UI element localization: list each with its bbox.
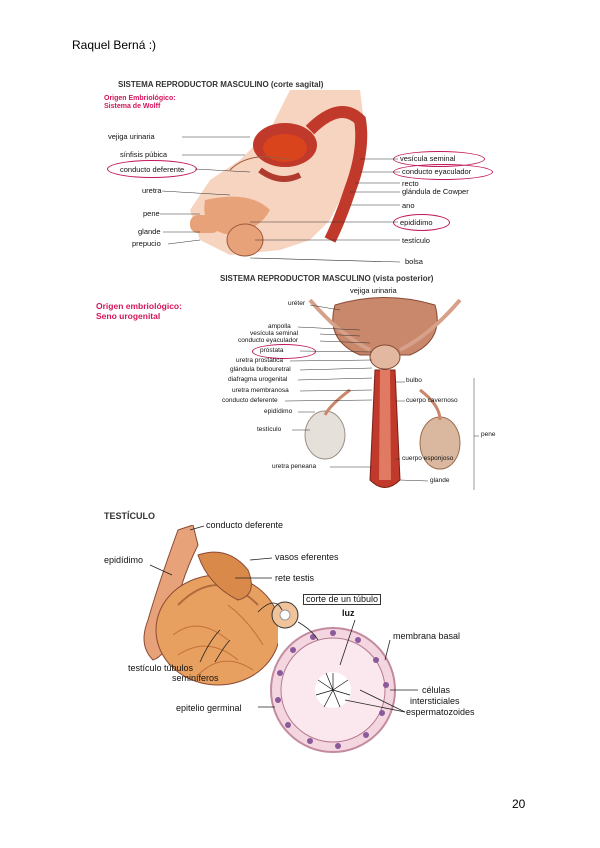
page-number: 20 bbox=[512, 797, 525, 811]
